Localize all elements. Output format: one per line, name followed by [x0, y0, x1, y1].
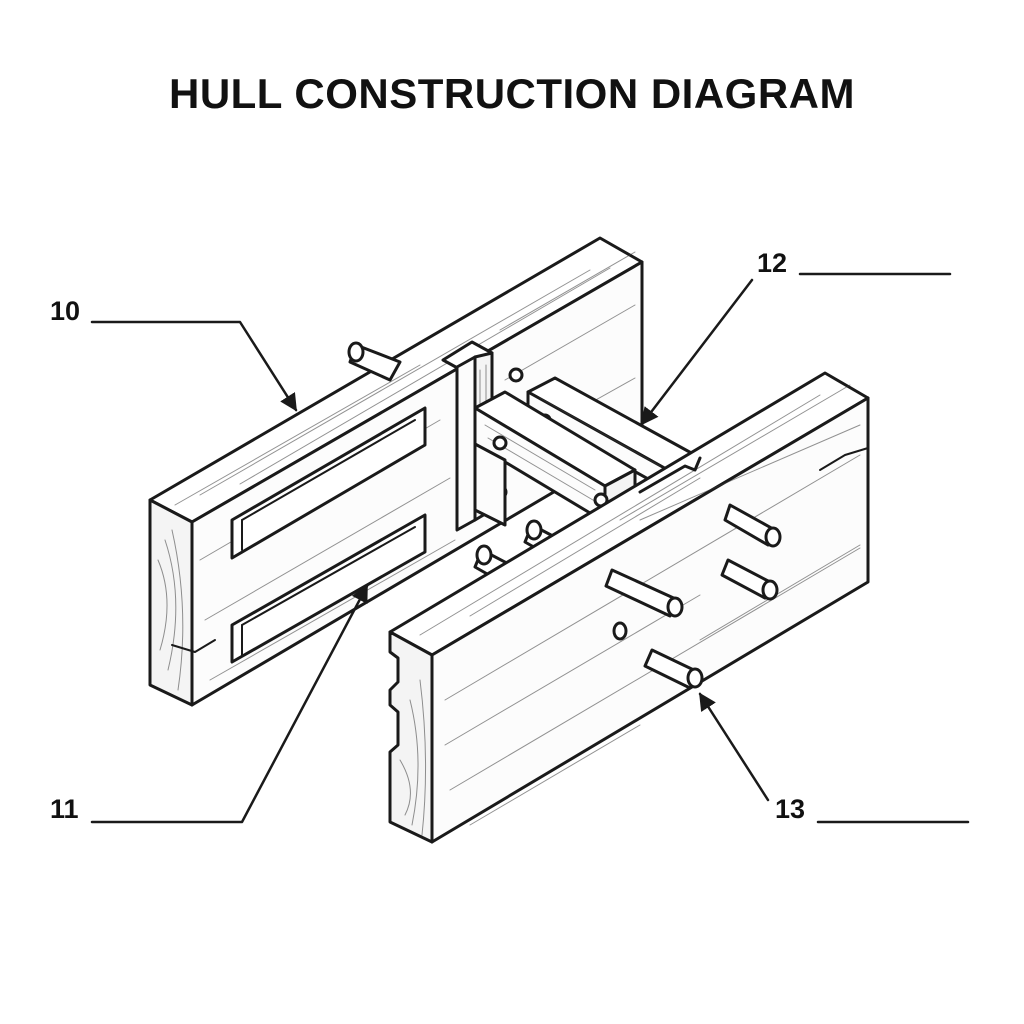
front-plank-notch — [638, 456, 702, 494]
front-plank-top-grain — [419, 384, 851, 636]
callout-11-label: 11 — [50, 794, 79, 824]
back-plank-crack — [171, 639, 216, 653]
back-plank-end-grain — [157, 529, 184, 691]
mortise-slot-lower — [230, 513, 427, 664]
callout-13-label: 13 — [775, 794, 805, 824]
front-plank — [388, 371, 870, 844]
callout-10-label: 10 — [50, 296, 80, 326]
callout-13: 13 — [698, 692, 970, 824]
back-plank — [148, 236, 644, 707]
front-plank-end-grain — [399, 679, 427, 836]
treenail-4 — [643, 648, 704, 690]
treenail-pegs — [604, 503, 782, 690]
treenail-3 — [604, 568, 684, 618]
front-plank-check — [819, 447, 869, 471]
mortise-slot-upper — [230, 406, 427, 560]
callout-11: 11 — [50, 584, 369, 824]
treenail-1 — [723, 503, 782, 548]
callout-12: 12 — [640, 248, 952, 426]
callout-10: 10 — [50, 296, 298, 412]
callout-12-label: 12 — [757, 248, 787, 278]
treenail-2 — [720, 558, 779, 601]
back-peg — [347, 341, 402, 382]
back-plank-end-face — [148, 498, 194, 707]
front-plank-end-face — [388, 630, 434, 844]
back-plank-top-grain — [174, 267, 611, 506]
peg-hole — [612, 621, 628, 641]
diagram-title: HULL CONSTRUCTION DIAGRAM — [168, 70, 856, 117]
